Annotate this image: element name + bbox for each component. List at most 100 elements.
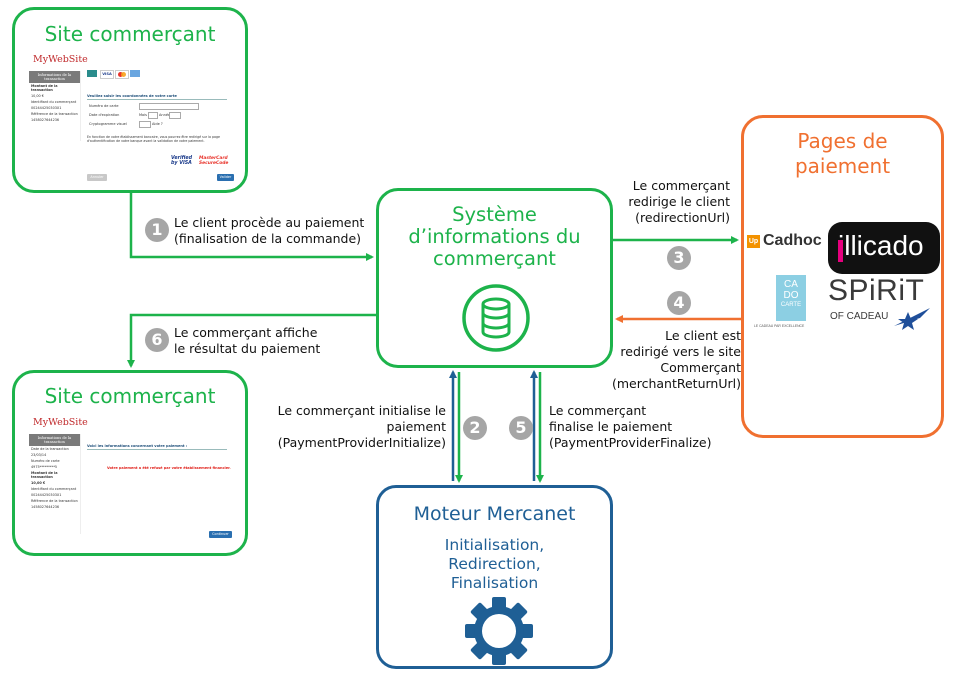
cvv-label: Cryptogramme visuel [89,122,127,126]
payment-pages-title-line2: paiement [794,154,891,178]
sidebar-line: Date de la transaction [31,447,69,452]
sidebar-line: Identifiant du commerçant [31,100,77,105]
step-2-line2: paiement [386,419,446,434]
step-4-line1: Le client est [665,328,741,343]
expiry-year[interactable]: Année [159,113,171,117]
expiry-month[interactable]: Mois [139,113,147,117]
step-badge-6: 6 [145,328,169,352]
result-screenshot: MyWebSite Informations de la transaction… [29,417,235,547]
step-2-line3: (PaymentProviderInitialize) [277,435,446,450]
step-badge-4: 4 [667,291,691,315]
payment-pages-title: Pages de paiement [744,129,941,179]
step-badge-5: 5 [509,416,533,440]
illicado-logo: illicado [828,222,940,274]
step-1-line1: Le client procède au paiement [174,215,365,230]
payment-pages-box: Pages de paiement [741,115,944,438]
sidebar-line: Référence de la transaction [31,112,78,117]
step-5-line2: finalise le paiement [549,419,673,434]
card-icon-visa[interactable]: VISA [100,70,114,79]
card-number-label: Numéro de carte [89,104,119,108]
expiry-label: Date d'expiration [89,113,120,117]
sidebar-header: Informations de la transaction [29,71,80,84]
cado-tagline: LE CADEAU PAR EXCELLENCE [754,324,805,328]
sidebar-line: 23/03/14 [31,453,47,458]
form-rule [87,99,227,100]
merchant-system-title-line3: commerçant [433,247,556,270]
cado-line2: DO [783,290,799,301]
step-3-line2: redirige le client [628,194,730,209]
step-2-label: Le commerçant initialise le paiement (Pa… [250,403,446,451]
step-2-line1: Le commerçant initialise le [277,403,446,418]
card-number-input[interactable] [139,103,199,110]
sidebar-line: Montant de la transaction [31,471,58,480]
illicado-accent [838,240,843,262]
result-message: Votre paiement a été refusé par votre ét… [107,466,231,470]
cadhoc-logo: Up Cadhoc [747,232,827,252]
step-5-label: Le commerçant finalise le paiement (Paym… [549,403,711,451]
step-3-line3: (redirectionUrl) [635,210,730,225]
expiry-month-select[interactable] [148,112,158,119]
card-icon-mastercard[interactable] [115,70,129,79]
merchant-system-title-line2: d’informations du [408,225,581,248]
spirit-star-icon [894,308,930,330]
step-4-line3: Commerçant [660,360,741,375]
step-badge-2: 2 [463,416,487,440]
sidebar-line: 10,00 € [31,481,46,486]
mywebsite-logo: MyWebSite [33,54,88,65]
engine-sub-line3: Finalisation [450,574,539,592]
cadhoc-up-badge: Up [747,235,760,248]
sidebar-line: Montant de la transaction [31,84,58,93]
spirit-wordmark: SPiRiT [828,274,925,307]
step-1-line2: (finalisation de la commande) [174,231,362,246]
cvv-help-link[interactable]: Aide ? [152,122,163,126]
step-3-line1: Le commerçant [632,178,730,193]
payment-pages-title-line1: Pages de [797,129,888,153]
cado-line1: CA [784,279,798,290]
illicado-wordmark: illicado [838,230,924,261]
checkout-screenshot: MyWebSite Informations de la transaction… [29,54,235,188]
expiry-year-select[interactable] [169,112,181,119]
mercanet-engine-box: Moteur Mercanet Initialisation, Redirect… [376,485,613,669]
form-title: Veuillez saisir les coordonnées de votre… [87,94,177,98]
step-badge-1: 1 [145,218,169,242]
mercanet-engine-subtitle: Initialisation, Redirection, Finalisatio… [379,536,610,593]
merchant-system-box: Système d’informations du commerçant [376,188,613,368]
step-6-line1: Le commerçant affiche [174,325,318,340]
sidebar-line: Numéro de carte [31,459,60,464]
cvv-input[interactable] [139,121,151,128]
step-badge-3: 3 [667,246,691,270]
arrow-step-1 [129,193,374,261]
mywebsite-logo: MyWebSite [33,417,88,428]
merchant-system-title: Système d’informations du commerçant [379,204,610,270]
step-5-line3: (PaymentProviderFinalize) [549,435,712,450]
verified-by-visa-logo: Verified by VISA [171,156,193,166]
spirit-subtitle: OF CADEAU [830,311,889,322]
result-rule [87,449,227,450]
gear-icon [465,597,533,665]
step-4-label: Le client est redirigé vers le site Comm… [590,328,741,392]
cado-carte-logo: CA DO CARTE LE CADEAU PAR EXCELLENCE [752,275,822,331]
mercanet-engine-title: Moteur Mercanet [413,503,576,525]
auth-notice: En fonction de votre établissement banca… [87,135,220,143]
merchant-system-title-line1: Système [452,203,537,226]
sidebar-line: 1458027644236 [31,505,60,510]
continue-button[interactable]: Continuer [209,531,232,538]
cancel-button[interactable]: Annuler [87,174,107,181]
step-6-line2: le résultat du paiement [174,341,321,356]
card-icon-cb[interactable] [87,70,97,77]
sidebar-line: 4975*********5 [31,465,58,470]
arrow-step-6 [127,313,376,368]
database-icon [462,284,530,352]
site-top-title: Site commerçant [44,22,216,46]
engine-sub-line2: Redirection, [448,555,541,573]
card-icon-amex[interactable] [130,70,140,77]
transaction-sidebar: Informations de la transaction Date de l… [29,434,81,534]
transaction-sidebar: Informations de la transaction Montant d… [29,71,81,141]
sidebar-line: Identifiant du commerçant [31,487,77,492]
validate-button[interactable]: Valider [217,174,234,181]
site-bottom-title: Site commerçant [44,384,216,408]
step-6-label: Le commerçant affiche le résultat du pai… [174,325,320,357]
cadhoc-wordmark: Cadhoc [763,232,822,249]
spirit-of-cadeau-logo: SPiRiT OF CADEAU [828,274,940,334]
